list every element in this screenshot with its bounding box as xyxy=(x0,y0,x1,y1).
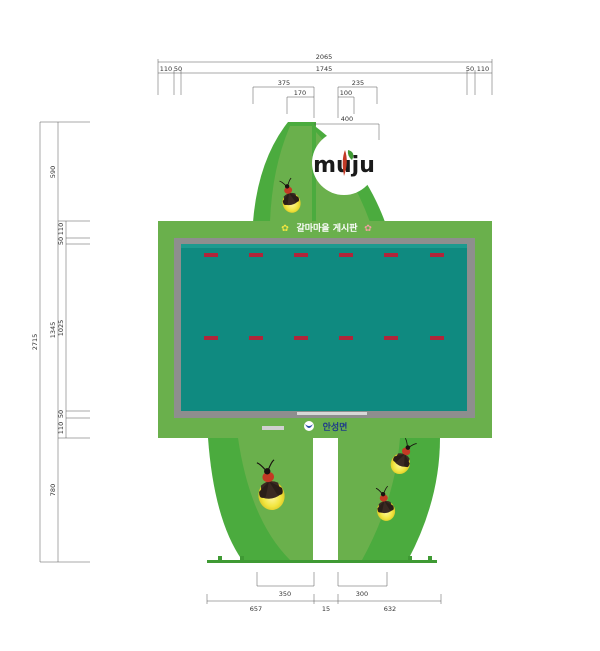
muju-logo-icon xyxy=(342,150,347,176)
top-leaf-left-inner xyxy=(270,126,316,222)
ground-tab-right xyxy=(428,556,432,560)
flower-icon: ✿ xyxy=(281,224,289,234)
bulletin-pin xyxy=(249,336,263,340)
dim-post-right-inner: 100 xyxy=(340,89,352,97)
dim-post-right-width: 235 xyxy=(352,79,364,87)
board-title: 갈마마을 게시판 xyxy=(296,222,358,234)
dim-bottom-left-total: 657 xyxy=(250,605,262,613)
bulletin-pin xyxy=(430,253,444,257)
dim-top-overall: 2065 xyxy=(316,53,333,61)
dim-left-frame-top-inner: 50 xyxy=(57,237,65,245)
dim-left-frame-bottom-inner: 50 xyxy=(57,410,65,418)
screen xyxy=(181,244,467,411)
dim-post-left-width: 375 xyxy=(278,79,290,87)
dim-left-frame-top-outer: 110 xyxy=(57,223,65,235)
bottom-leaf-right-stripe xyxy=(338,438,400,560)
muju-logo-leaf xyxy=(347,150,354,160)
dim-left-frame-bottom-outer: 110 xyxy=(57,422,65,434)
screen-highlight xyxy=(181,244,467,248)
dim-top-left-inner: 50 xyxy=(174,65,182,73)
ground-tab-left xyxy=(218,556,222,560)
bulletin-pin xyxy=(204,336,218,340)
bottom-bar xyxy=(262,426,284,430)
tray-slot xyxy=(297,412,367,415)
footer-text: 안성면 xyxy=(323,421,348,433)
bulletin-pin xyxy=(430,336,444,340)
dim-bottom-right-total: 632 xyxy=(384,605,396,613)
dim-left-top: 590 xyxy=(49,166,57,178)
dim-left-bottom: 780 xyxy=(49,484,57,496)
bulletin-pin xyxy=(384,253,398,257)
dim-bottom-left-foot: 350 xyxy=(279,590,291,598)
dim-left-board-height: 1345 xyxy=(49,322,57,339)
bulletin-pin xyxy=(384,336,398,340)
dim-top-right-outer: 110 xyxy=(477,65,489,73)
dim-top-middle: 1745 xyxy=(316,65,333,73)
dim-left-total: 2715 xyxy=(31,334,39,351)
anseong-emblem-icon xyxy=(304,421,314,431)
bulletin-pin xyxy=(204,253,218,257)
dim-bottom-gap: 15 xyxy=(322,605,330,613)
dim-post-left-inner: 170 xyxy=(294,89,306,97)
ground-line xyxy=(207,560,437,563)
bulletin-pin xyxy=(294,253,308,257)
flower-icon-right: ✿ xyxy=(364,224,372,234)
dim-bottom-right-foot: 300 xyxy=(356,590,368,598)
dimension-lines xyxy=(39,59,493,604)
dim-left-screen-height: 1025 xyxy=(57,320,65,337)
dim-top-left-outer: 110 xyxy=(160,65,172,73)
dim-logo-width: 400 xyxy=(341,115,353,123)
bulletin-pin xyxy=(249,253,263,257)
pin-group xyxy=(204,253,444,340)
dim-top-right-inner: 50 xyxy=(466,65,474,73)
bulletin-pin xyxy=(339,253,353,257)
bulletin-pin xyxy=(339,336,353,340)
ground-tab-mid-right xyxy=(408,556,412,560)
bulletin-pin xyxy=(294,336,308,340)
ground-tab-mid-left xyxy=(240,556,244,560)
center-gap xyxy=(314,438,338,560)
